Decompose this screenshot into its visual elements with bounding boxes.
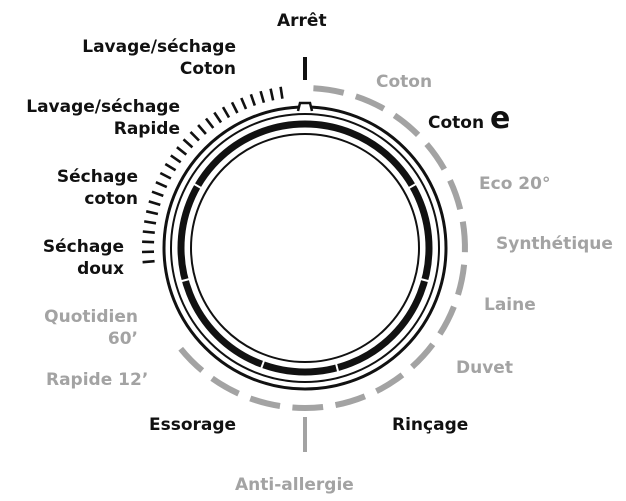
program-arc-segment xyxy=(424,142,447,171)
label-lavage-sechage-rapide-line2: Rapide xyxy=(113,119,180,139)
dryer-tick xyxy=(249,93,257,107)
label-lavage-sechage-coton-line2: Coton xyxy=(179,59,236,79)
program-arc-segment xyxy=(375,372,405,394)
label-anti-allergie[interactable]: Anti-allergie xyxy=(235,475,354,495)
program-arc-segment xyxy=(459,221,468,253)
label-essorage[interactable]: Essorage xyxy=(149,415,237,435)
dryer-tick xyxy=(269,88,275,101)
dryer-tick xyxy=(279,86,284,99)
program-arc-segment xyxy=(410,342,436,370)
dryer-tick xyxy=(164,162,177,172)
dryer-tick xyxy=(145,210,159,216)
dryer-tick xyxy=(182,138,194,149)
dryer-tick xyxy=(142,230,155,234)
eco-e-icon: e xyxy=(490,101,511,136)
label-quotidien60[interactable]: Quotidien 60’ xyxy=(20,306,138,350)
label-lavage-sechage-coton-line1: Lavage/séchage xyxy=(82,37,236,57)
label-lavage-sechage-rapide-line1: Lavage/séchage xyxy=(26,97,180,117)
dryer-tick xyxy=(213,111,223,124)
dryer-tick xyxy=(170,154,182,164)
knob-notch xyxy=(335,363,340,372)
dryer-tick xyxy=(240,97,248,110)
label-sechage-doux-line2: doux xyxy=(77,259,124,279)
label-coton-e-text: Coton xyxy=(428,113,485,133)
program-arc-segment xyxy=(249,395,281,409)
dryer-tick xyxy=(151,190,164,198)
program-arc-segment xyxy=(447,179,464,211)
dryer-tick xyxy=(221,106,231,119)
label-sechage-coton-line1: Séchage xyxy=(56,167,138,187)
dryer-tick xyxy=(142,259,155,264)
label-sechage-coton[interactable]: Séchage coton xyxy=(24,166,138,210)
label-eco20[interactable]: Eco 20° xyxy=(479,174,551,194)
label-synthetique[interactable]: Synthétique xyxy=(496,234,613,254)
dryer-tick xyxy=(159,171,172,180)
knob-notch xyxy=(181,278,190,283)
label-duvet[interactable]: Duvet xyxy=(456,358,513,378)
label-quotidien60-line1: Quotidien xyxy=(44,307,138,327)
dryer-tick xyxy=(259,90,266,104)
label-coton[interactable]: Coton xyxy=(376,72,433,92)
program-knob[interactable] xyxy=(162,101,448,391)
program-arc-segment xyxy=(455,264,468,296)
washer-program-arcs xyxy=(178,85,468,411)
dryer-tick xyxy=(148,200,161,207)
program-arc-segment xyxy=(334,393,367,409)
dryer-tick xyxy=(197,124,207,135)
knob-notch xyxy=(260,360,265,369)
program-arc-segment xyxy=(354,93,386,112)
knob-notch xyxy=(408,183,417,189)
label-sechage-doux[interactable]: Séchage doux xyxy=(18,236,124,280)
dryer-tick xyxy=(230,101,239,114)
label-sechage-doux-line1: Séchage xyxy=(42,237,124,257)
program-arc-segment xyxy=(210,375,240,397)
dryer-tick xyxy=(155,181,168,189)
label-quotidien60-line2: 60’ xyxy=(107,329,138,349)
knob-notches xyxy=(181,183,429,372)
dryer-tick xyxy=(142,240,155,244)
dryer-tick xyxy=(189,130,200,142)
program-arc-segment xyxy=(292,404,324,411)
label-coton-e[interactable]: Coton e xyxy=(428,104,510,134)
label-rapide12[interactable]: Rapide 12’ xyxy=(46,370,149,390)
label-lavage-sechage-rapide[interactable]: Lavage/séchage Rapide xyxy=(8,96,180,140)
dryer-tick xyxy=(204,117,215,129)
dial-tick-marks xyxy=(141,86,284,264)
label-lavage-sechage-coton[interactable]: Lavage/séchage Coton xyxy=(64,36,236,80)
knob-notch xyxy=(193,183,202,189)
knob-notch xyxy=(420,278,429,283)
dryer-tick xyxy=(143,220,157,225)
label-arret[interactable]: Arrêt xyxy=(277,11,327,31)
program-arc-segment xyxy=(437,305,457,336)
label-rincage[interactable]: Rinçage xyxy=(392,415,469,435)
program-arc-segment xyxy=(178,346,205,373)
program-arc-segment xyxy=(313,85,345,96)
program-arc-segment xyxy=(392,112,421,138)
label-sechage-coton-line2: coton xyxy=(84,189,138,209)
dryer-tick xyxy=(176,146,188,156)
label-laine[interactable]: Laine xyxy=(484,295,536,315)
knob-pointer xyxy=(296,101,314,112)
